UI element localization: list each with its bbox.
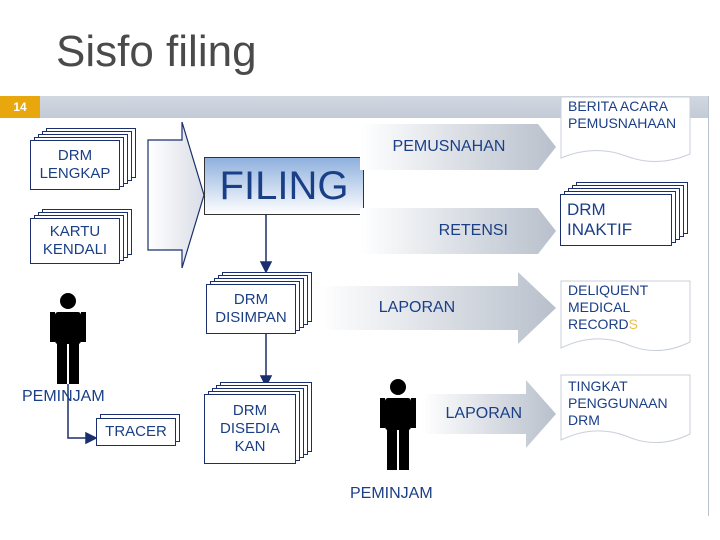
drm-lengkap-label: DRM LENGKAP bbox=[39, 147, 111, 182]
drm-disimpan-box: DRM DISIMPAN bbox=[206, 284, 296, 334]
tracer-label: TRACER bbox=[105, 423, 167, 440]
document-shape bbox=[560, 280, 691, 352]
arrow-shape bbox=[422, 380, 556, 448]
laporan-2-label: LAPORAN bbox=[445, 405, 522, 422]
kartu-kendali-box: KARTU KENDALI bbox=[30, 218, 120, 264]
filing-box: FILING bbox=[204, 157, 364, 215]
arrow-shape bbox=[318, 272, 556, 344]
document-shape bbox=[560, 96, 691, 163]
merge-chevron-arrow bbox=[147, 121, 205, 269]
slide-number: 14 bbox=[0, 96, 40, 118]
delinquent-label: DELIQUENT MEDICAL RECORDS bbox=[568, 282, 686, 333]
peminjam-bottom-label: PEMINJAM bbox=[350, 485, 433, 502]
berita-acara-label: BERITA ACARA PEMUSNAHAAN bbox=[568, 98, 677, 131]
pemusnahan-label: PEMUSNAHAN bbox=[392, 138, 506, 155]
drm-lengkap-box: DRM LENGKAP bbox=[30, 140, 120, 190]
retensi-label: RETENSI bbox=[438, 222, 508, 239]
arrow-shape bbox=[360, 124, 556, 170]
pemusnahan-arrow: PEMUSNAHAN bbox=[360, 124, 556, 170]
delinquent-doc: DELIQUENT MEDICAL RECORDS bbox=[560, 280, 692, 356]
drm-disimpan-label: DRM DISIMPAN bbox=[215, 291, 287, 326]
kartu-kendali-label: KARTU KENDALI bbox=[42, 223, 108, 258]
slide-title: Sisfo filing bbox=[56, 27, 257, 76]
person-icon bbox=[50, 293, 86, 384]
delinquent-suffix-text: S bbox=[628, 316, 639, 332]
tracer-box: TRACER bbox=[96, 418, 176, 446]
laporan-1-label: LAPORAN bbox=[378, 299, 456, 316]
drm-disimpan-stack: DRM DISIMPAN bbox=[206, 272, 312, 334]
tingkat-doc: TINGKAT PENGGUNAAN DRM bbox=[560, 374, 692, 448]
peminjam-left-label: PEMINJAM bbox=[22, 388, 105, 405]
drm-disediakan-label: DRM DISEDIA KAN bbox=[219, 402, 280, 455]
drm-inaktif-label: DRM INAKTIF bbox=[567, 200, 633, 239]
berita-acara-doc: BERITA ACARA PEMUSNAHAAN bbox=[560, 96, 692, 166]
delinquent-main-text: DELIQUENT MEDICAL RECORD bbox=[568, 282, 648, 332]
tracer-stack: TRACER bbox=[96, 414, 180, 446]
header-bar bbox=[0, 96, 708, 118]
laporan-arrow-1: LAPORAN bbox=[318, 272, 556, 344]
drm-disediakan-box: DRM DISEDIA KAN bbox=[204, 394, 296, 464]
document-shape bbox=[560, 374, 691, 444]
drm-disediakan-stack: DRM DISEDIA KAN bbox=[204, 382, 312, 464]
kartu-kendali-stack: KARTU KENDALI bbox=[30, 209, 132, 264]
drm-inaktif-box: DRM INAKTIF bbox=[560, 194, 672, 246]
drm-lengkap-stack: DRM LENGKAP bbox=[30, 128, 136, 190]
drm-inaktif-stack: DRM INAKTIF bbox=[560, 182, 688, 246]
person-icon bbox=[380, 379, 416, 470]
right-border-line bbox=[708, 96, 709, 516]
tingkat-label: TINGKAT PENGGUNAAN DRM bbox=[568, 378, 668, 428]
retensi-arrow: RETENSI bbox=[360, 208, 556, 254]
arrow-shape bbox=[360, 208, 556, 254]
laporan-arrow-2: LAPORAN bbox=[422, 380, 556, 448]
